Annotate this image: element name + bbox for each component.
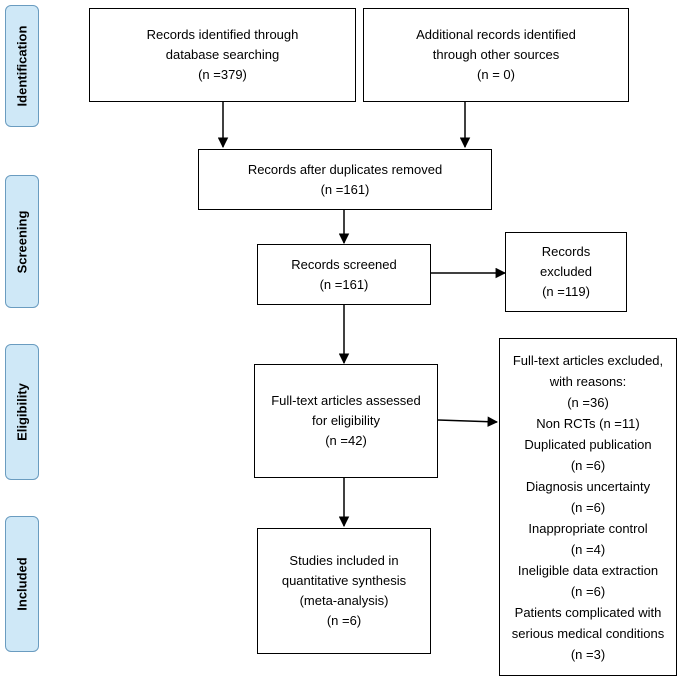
- box-text-line: Non RCTs (n =11): [536, 415, 640, 431]
- box-fulltext-excluded: Full-text articles excluded, with reasons…: [499, 338, 677, 676]
- box-text-line: database searching: [165, 47, 280, 62]
- box-text-line: (n =119): [542, 284, 590, 299]
- box-studies-included: Studies included in quantitative synthesi…: [257, 528, 431, 654]
- box-text-line: (n =6): [570, 457, 606, 473]
- box-after-duplicates: Records after duplicates removed (n =161): [198, 149, 492, 210]
- box-text-line: excluded: [539, 264, 593, 279]
- box-text-line: Records screened: [291, 256, 397, 272]
- box-text-line: Inappropriate control: [528, 520, 648, 536]
- box-text-line: serious medical conditions: [511, 625, 665, 641]
- box-text-line: Patients complicated with: [514, 604, 662, 620]
- box-text-line: for eligibility: [312, 413, 380, 428]
- box-text-line: Records: [541, 244, 591, 259]
- box-text-line: (n =6): [570, 583, 606, 599]
- box-text-line: Additional records identified: [416, 27, 576, 42]
- box-text-line: (n =42): [325, 433, 367, 448]
- box-database-search: Records identified through database searc…: [89, 8, 356, 102]
- box-text-line: (meta-analysis): [299, 593, 389, 608]
- phase-eligibility: Eligibility: [5, 344, 39, 480]
- box-text-line: Diagnosis uncertainty: [525, 478, 651, 494]
- box-text-line: (n =3): [570, 646, 606, 662]
- box-text-line: Duplicated publication: [524, 436, 652, 452]
- box-text-line: (n =6): [326, 613, 362, 628]
- box-text-line: quantitative synthesis: [281, 573, 407, 588]
- box-fulltext-assessed: Full-text articles assessed for eligibili…: [254, 364, 438, 478]
- box-text-line: Ineligible data extraction: [517, 562, 659, 578]
- box-records-excluded: Records excluded (n =119): [505, 232, 627, 312]
- box-text-line: (n =379): [198, 67, 247, 82]
- box-text-line: Records after duplicates removed: [247, 161, 443, 177]
- box-text-line: (n = 0): [477, 67, 515, 82]
- box-text-line: (n =4): [570, 541, 606, 557]
- box-text-line: Records identified through: [146, 27, 299, 42]
- phase-identification: Identification: [5, 5, 39, 127]
- phase-included: Included: [5, 516, 39, 652]
- box-text-line: (n =36): [567, 394, 609, 410]
- box-text-line: with reasons:: [549, 373, 627, 389]
- box-text-line: through other sources: [432, 47, 560, 62]
- box-text-line: Full-text articles assessed: [271, 393, 421, 408]
- arrow-fulltext-to-excluded: [437, 416, 499, 427]
- phase-screening: Screening: [5, 175, 39, 308]
- box-text-line: (n =161): [320, 181, 370, 197]
- box-text-line: Studies included in: [289, 553, 399, 568]
- box-text-line: Full-text articles excluded,: [512, 352, 664, 368]
- box-text-line: (n =6): [570, 499, 606, 515]
- box-text-line: (n =161): [319, 276, 369, 292]
- box-records-screened: Records screened (n =161): [257, 244, 431, 305]
- box-other-sources: Additional records identified through oth…: [363, 8, 629, 102]
